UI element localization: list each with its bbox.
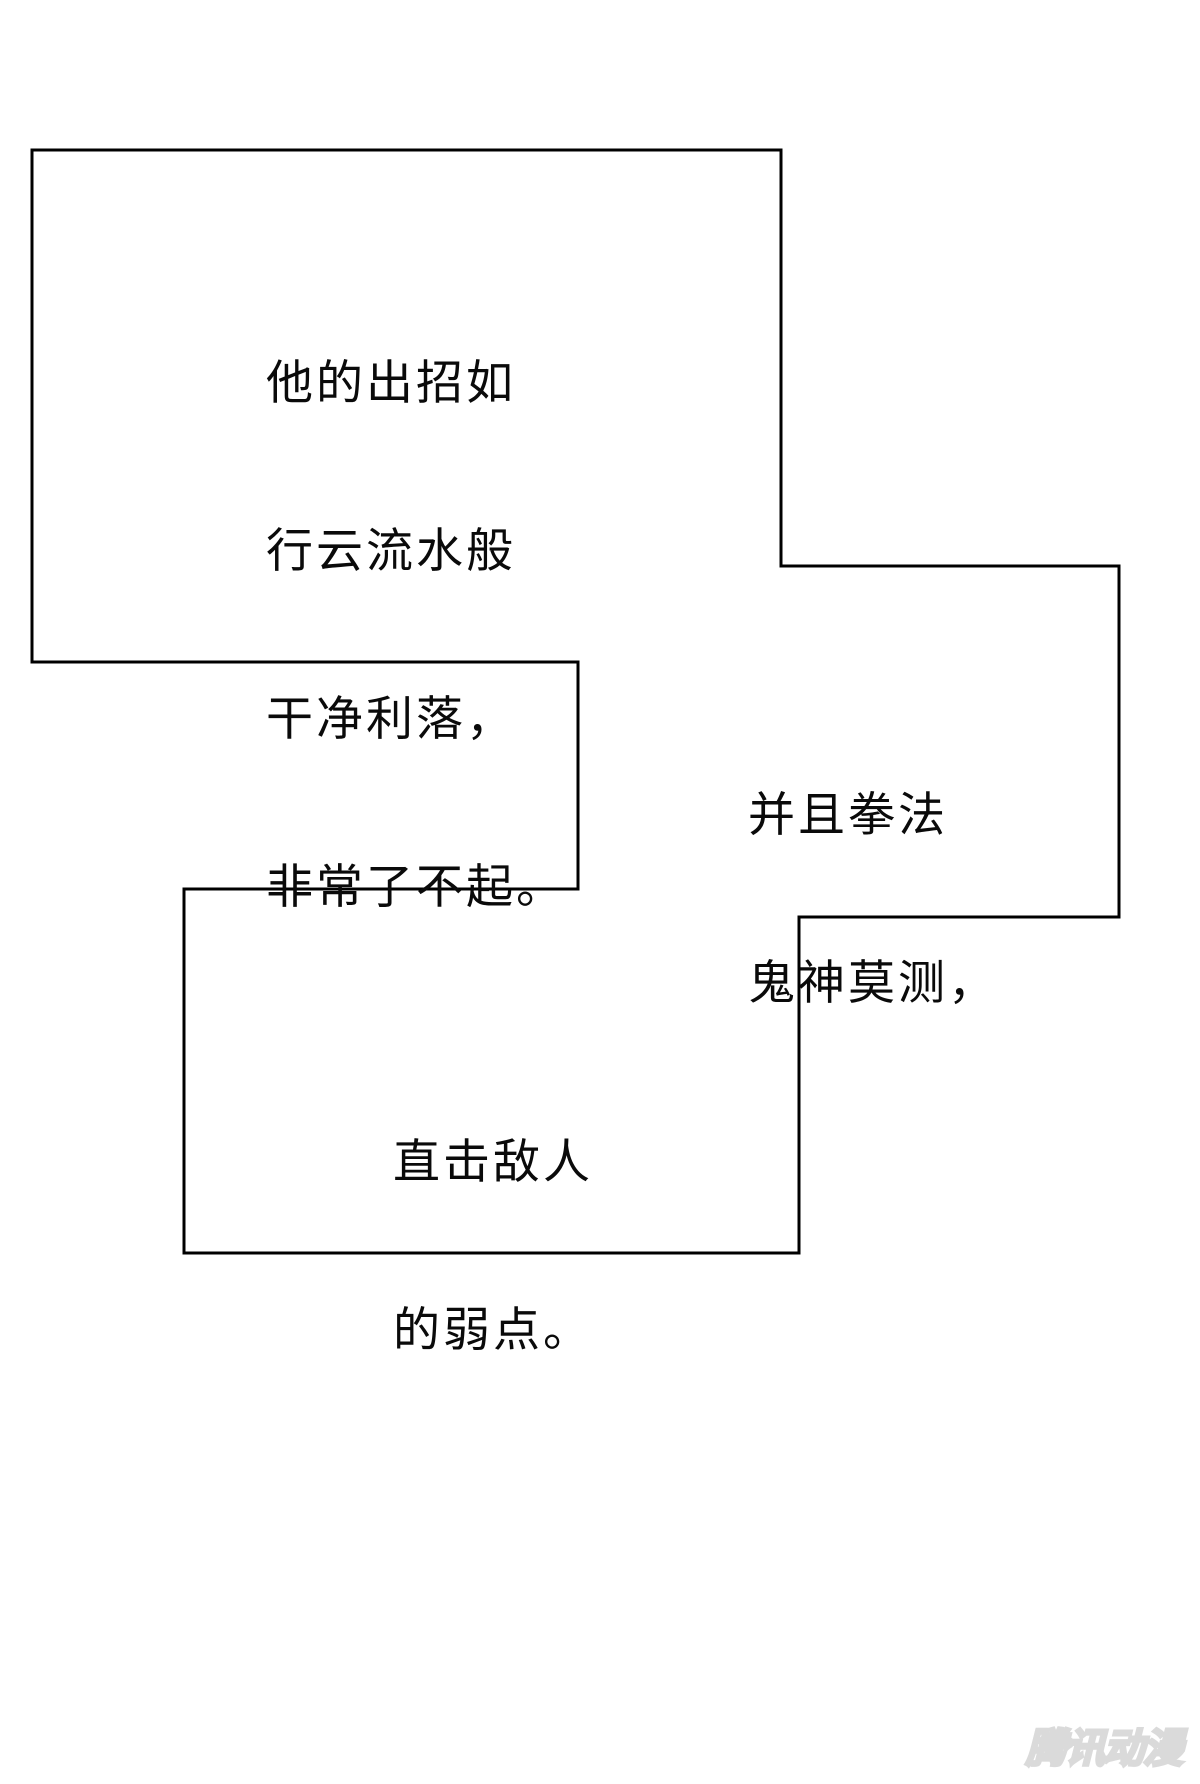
caption-line: 的弱点。	[393, 1303, 593, 1358]
narration-caption-3: 直击敌人 的弱点。	[393, 1023, 593, 1415]
caption-line: 他的出招如	[266, 356, 516, 411]
caption-line: 鬼神莫测，	[748, 956, 998, 1011]
caption-line: 直击敌人	[393, 1135, 593, 1190]
caption-line: 并且拳法	[748, 788, 948, 843]
narration-caption-1: 他的出招如 行云流水般 干净利落， 非常了不起。	[266, 244, 566, 972]
tencent-comic-watermark-logo: 腾讯动漫	[1025, 1725, 1185, 1774]
narration-caption-2: 并且拳法 鬼神莫测，	[748, 676, 998, 1068]
caption-line: 干净利落，	[266, 692, 516, 747]
caption-line: 非常了不起。	[266, 860, 566, 915]
stepped-caption-border	[30, 148, 1121, 1255]
caption-line: 行云流水般	[266, 524, 516, 579]
